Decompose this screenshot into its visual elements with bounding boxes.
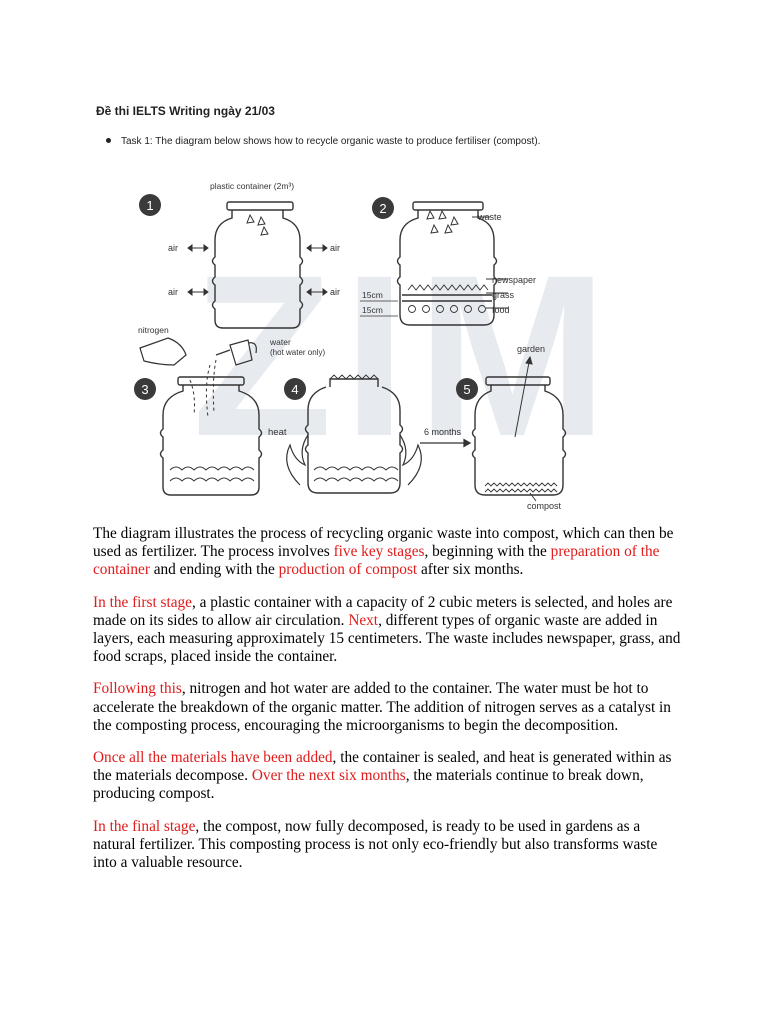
step-number-4: 4 xyxy=(291,382,298,397)
label-air-left-top: air xyxy=(168,243,178,253)
label-garden: garden xyxy=(517,344,545,354)
highlight-phrase: Following this xyxy=(93,680,182,697)
label-waste: waste xyxy=(477,212,502,222)
label-nitrogen: nitrogen xyxy=(138,325,169,335)
compost-process-diagram: ZIM xyxy=(130,165,680,520)
label-duration: 6 months xyxy=(424,427,462,437)
paragraph-intro: The diagram illustrates the process of r… xyxy=(93,525,683,580)
paragraph-final-stage: In the final stage, the compost, now ful… xyxy=(93,818,683,873)
paragraph-stage-1: In the first stage, a plastic container … xyxy=(93,594,683,667)
article-body: The diagram illustrates the process of r… xyxy=(93,525,683,886)
label-depth-grass: 15cm xyxy=(362,290,383,300)
label-heat: heat xyxy=(268,427,287,438)
task-text: Task 1: The diagram below shows how to r… xyxy=(121,136,540,147)
paragraph-stage-4: Once all the materials have been added, … xyxy=(93,749,683,804)
bullet-icon xyxy=(106,138,111,143)
step-number-3: 3 xyxy=(141,382,148,397)
label-newspaper: newspaper xyxy=(492,275,536,285)
label-food: food xyxy=(492,305,510,315)
label-air-left-bottom: air xyxy=(168,287,178,297)
label-grass: grass xyxy=(492,290,515,300)
highlight-phrase: production of compost xyxy=(279,561,418,578)
highlight-phrase: In the final stage xyxy=(93,818,195,835)
paragraph-stage-3: Following this, nitrogen and hot water a… xyxy=(93,680,683,735)
label-container: plastic container (2m³) xyxy=(210,181,294,191)
step-number-1: 1 xyxy=(146,198,153,213)
exam-title: Đề thi IELTS Writing ngày 21/03 xyxy=(96,104,275,118)
highlight-phrase: Next xyxy=(348,612,378,629)
highlight-phrase: five key stages xyxy=(334,543,425,560)
step-number-5: 5 xyxy=(463,382,470,397)
highlight-phrase: Over the next six months xyxy=(252,767,406,784)
label-depth-food: 15cm xyxy=(362,305,383,315)
task-line: Task 1: The diagram below shows how to r… xyxy=(106,136,540,147)
label-air-right-bottom: air xyxy=(330,287,340,297)
label-water-note: (hot water only) xyxy=(270,348,325,357)
nitrogen-bag-icon xyxy=(140,338,186,365)
highlight-phrase: In the first stage xyxy=(93,594,192,611)
label-water: water xyxy=(269,337,291,347)
step-number-2: 2 xyxy=(379,201,386,216)
label-air-right-top: air xyxy=(330,243,340,253)
label-compost: compost xyxy=(527,501,562,511)
highlight-phrase: Once all the materials have been added xyxy=(93,749,333,766)
